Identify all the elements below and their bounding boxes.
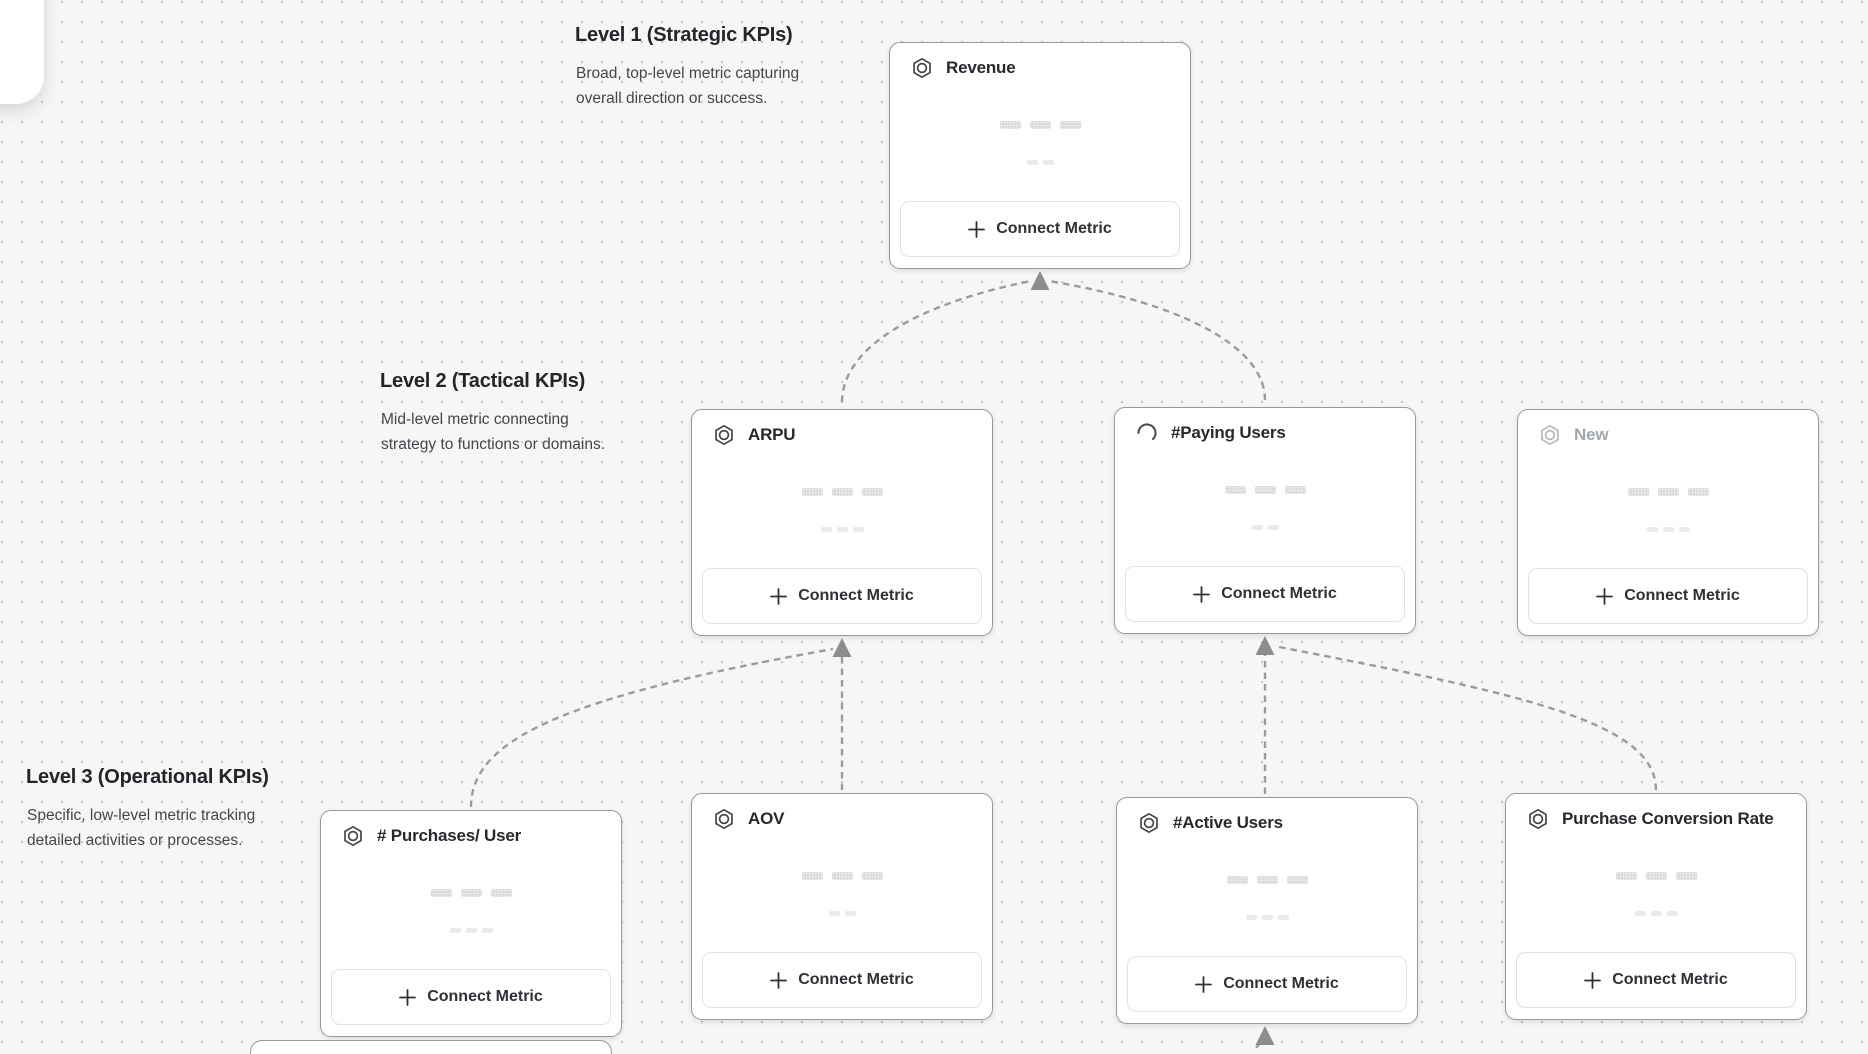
level-3-description: Specific, low-level metric tracking deta… <box>27 807 256 849</box>
metric-card-paying-users[interactable]: #Paying Users Connect Metric <box>1114 407 1416 634</box>
card-header: Purchase Conversion Rate <box>1527 808 1774 830</box>
hexagon-target-icon <box>715 424 733 446</box>
card-header: #Paying Users <box>1136 422 1286 444</box>
level-1-description: Broad, top-level metric capturing overal… <box>576 65 800 107</box>
metric-card-title: AOV <box>748 809 785 828</box>
plus-icon <box>968 220 986 238</box>
edge-purchases-to-arpu <box>469 647 834 808</box>
metric-preview-skeleton <box>890 160 1190 165</box>
edge-conversionrate-to-payingusers <box>1273 644 1658 791</box>
metric-card-new[interactable]: New Connect Metric <box>1517 409 1819 636</box>
metric-card-title: ARPU <box>748 425 796 444</box>
hexagon-target-icon <box>1541 424 1559 446</box>
plus-icon <box>1193 585 1211 603</box>
hexagon-target-icon <box>715 808 733 830</box>
level-3-title: Level 3 (Operational KPIs) <box>26 766 269 788</box>
level-1-title: Level 1 (Strategic KPIs) <box>575 24 793 46</box>
hexagon-target-icon <box>344 825 362 847</box>
metric-preview-skeleton <box>692 872 992 880</box>
edge-payingusers-to-revenue <box>1048 279 1267 401</box>
metric-preview-skeleton <box>1518 488 1818 496</box>
connect-metric-label: Connect Metric <box>798 971 914 988</box>
connect-metric-label: Connect Metric <box>1612 971 1728 988</box>
metric-card-purchases-per-user[interactable]: # Purchases/ User Connect Metric <box>320 810 622 1037</box>
metric-preview-skeleton <box>1115 525 1415 530</box>
metric-preview-skeleton <box>1117 915 1417 920</box>
connect-metric-label: Connect Metric <box>1223 975 1339 992</box>
metric-preview-skeleton <box>890 121 1190 129</box>
metric-preview-skeleton <box>1117 876 1417 884</box>
card-header: Revenue <box>911 57 1016 79</box>
level-2-description: Mid-level metric connecting strategy to … <box>381 411 606 453</box>
metric-card-title: #Active Users <box>1173 813 1283 832</box>
connect-metric-button[interactable]: Connect Metric <box>1127 956 1407 1012</box>
metric-card-title: Revenue <box>946 58 1016 77</box>
metric-card-aov[interactable]: AOV Connect Metric <box>691 793 993 1020</box>
metric-preview-skeleton <box>321 889 621 897</box>
floating-toolbar-panel[interactable] <box>0 0 44 104</box>
plus-icon <box>770 587 788 605</box>
metric-card-active-users[interactable]: #Active Users Connect Metric <box>1116 797 1418 1024</box>
plus-icon <box>1596 587 1614 605</box>
metric-card-title: New <box>1574 425 1609 444</box>
card-header: #Active Users <box>1138 812 1283 834</box>
plus-icon <box>1584 971 1602 989</box>
card-header: ARPU <box>713 424 796 446</box>
level-2-title: Level 2 (Tactical KPIs) <box>380 370 586 392</box>
level-2-header: Level 2 (Tactical KPIs) Mid-level metric… <box>380 370 619 457</box>
metric-preview-skeleton <box>1506 872 1806 880</box>
spinner-icon <box>1137 423 1157 441</box>
hexagon-target-icon <box>1140 812 1158 834</box>
metric-card-partial-offscreen[interactable] <box>250 1040 612 1054</box>
metric-preview-skeleton <box>1518 527 1818 532</box>
connect-metric-button[interactable]: Connect Metric <box>702 568 982 624</box>
level-1-header: Level 1 (Strategic KPIs) Broad, top-leve… <box>575 24 841 111</box>
metric-card-title: # Purchases/ User <box>377 826 522 845</box>
metric-preview-skeleton <box>321 928 621 933</box>
arrowhead-into-revenue <box>1030 271 1050 290</box>
connect-metric-label: Connect Metric <box>996 220 1112 237</box>
hexagon-target-icon <box>1529 808 1547 830</box>
connect-metric-button[interactable]: Connect Metric <box>1125 566 1405 622</box>
metric-card-arpu[interactable]: ARPU Connect Metric <box>691 409 993 636</box>
arrowhead-into-activeusers <box>1255 1026 1275 1045</box>
arrowhead-into-payingusers <box>1255 636 1275 655</box>
edge-arpu-to-revenue <box>840 279 1032 403</box>
metric-preview-skeleton <box>692 911 992 916</box>
arrowhead-into-arpu <box>832 638 852 657</box>
connect-metric-label: Connect Metric <box>427 988 543 1005</box>
metric-card-purchase-conversion-rate[interactable]: Purchase Conversion Rate Connect Metric <box>1505 793 1807 1020</box>
card-header: AOV <box>713 808 784 830</box>
metric-preview-skeleton <box>692 488 992 496</box>
card-header: New <box>1539 424 1609 446</box>
plus-icon <box>1195 975 1213 993</box>
connect-metric-label: Connect Metric <box>1624 587 1740 604</box>
connect-metric-button[interactable]: Connect Metric <box>331 969 611 1025</box>
metric-card-title: Purchase Conversion Rate <box>1562 809 1774 828</box>
metric-card-revenue[interactable]: Revenue Connect Metric <box>889 42 1191 269</box>
plus-icon <box>770 971 788 989</box>
connect-metric-button[interactable]: Connect Metric <box>702 952 982 1008</box>
metric-preview-skeleton <box>1115 486 1415 494</box>
connect-metric-button[interactable]: Connect Metric <box>900 201 1180 257</box>
hexagon-target-icon <box>913 57 931 79</box>
metric-preview-skeleton <box>1506 911 1806 916</box>
connect-metric-button[interactable]: Connect Metric <box>1528 568 1808 624</box>
connect-metric-button[interactable]: Connect Metric <box>1516 952 1796 1008</box>
card-header: # Purchases/ User <box>342 825 521 847</box>
metric-card-title: #Paying Users <box>1171 423 1286 442</box>
connect-metric-label: Connect Metric <box>798 587 914 604</box>
level-3-header: Level 3 (Operational KPIs) Specific, low… <box>26 766 285 853</box>
edge-offscreen-to-activeusers <box>1255 1037 1266 1048</box>
connect-metric-label: Connect Metric <box>1221 585 1337 602</box>
plus-icon <box>399 988 417 1006</box>
metric-preview-skeleton <box>692 527 992 532</box>
